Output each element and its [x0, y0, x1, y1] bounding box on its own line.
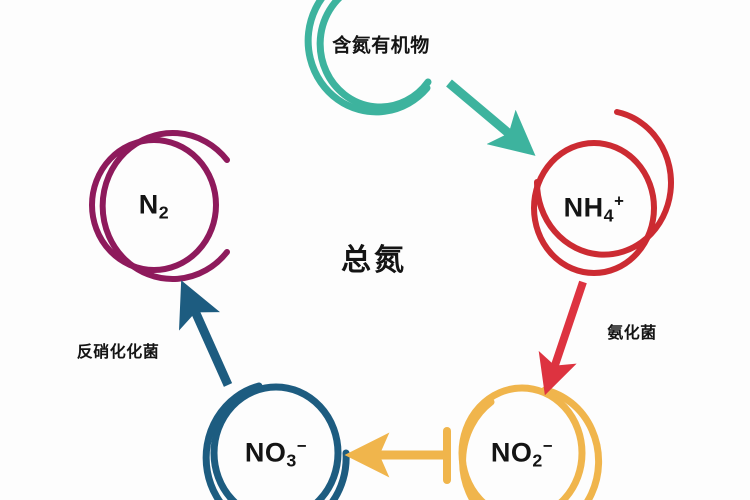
no2-superscript: −: [542, 436, 554, 456]
edge-label-denitrifying: 反硝化化菌: [76, 342, 160, 361]
node-ring-nh4: [531, 109, 674, 276]
diagram-center-title: 总氮: [341, 243, 407, 278]
no3-subscript: 3: [286, 450, 297, 471]
no3-base: NO: [244, 437, 287, 468]
node-label-no3: NO3−: [244, 436, 308, 471]
edge-label-ammonifying: 氨化菌: [607, 323, 657, 342]
arrow-no2-to-no3: [344, 427, 451, 484]
no3-superscript: −: [296, 436, 308, 456]
nh4-subscript: 4: [603, 205, 615, 226]
node-label-n2: N2: [138, 189, 170, 223]
no2-base: NO: [490, 437, 533, 468]
nh4-base: NH: [563, 192, 604, 223]
n2-subscript: 2: [158, 202, 170, 223]
arrow-nh4-to-no2: [538, 280, 587, 396]
node-label-no2: NO2−: [490, 436, 554, 471]
node-label-organic: 含氮有机物: [332, 34, 430, 57]
node-ring-n2: [89, 130, 230, 282]
nh4-superscript: +: [614, 191, 625, 211]
node-ring-no3: [202, 382, 350, 500]
arrow-organic-to-nh4: [446, 79, 536, 156]
node-ring-no2: [458, 384, 603, 500]
no2-subscript: 2: [532, 450, 543, 471]
n2-base: N: [138, 189, 159, 220]
node-label-nh4: NH4+: [563, 191, 625, 226]
arrow-no3-to-n2: [179, 280, 233, 387]
node-ring-organic: [304, 0, 432, 116]
